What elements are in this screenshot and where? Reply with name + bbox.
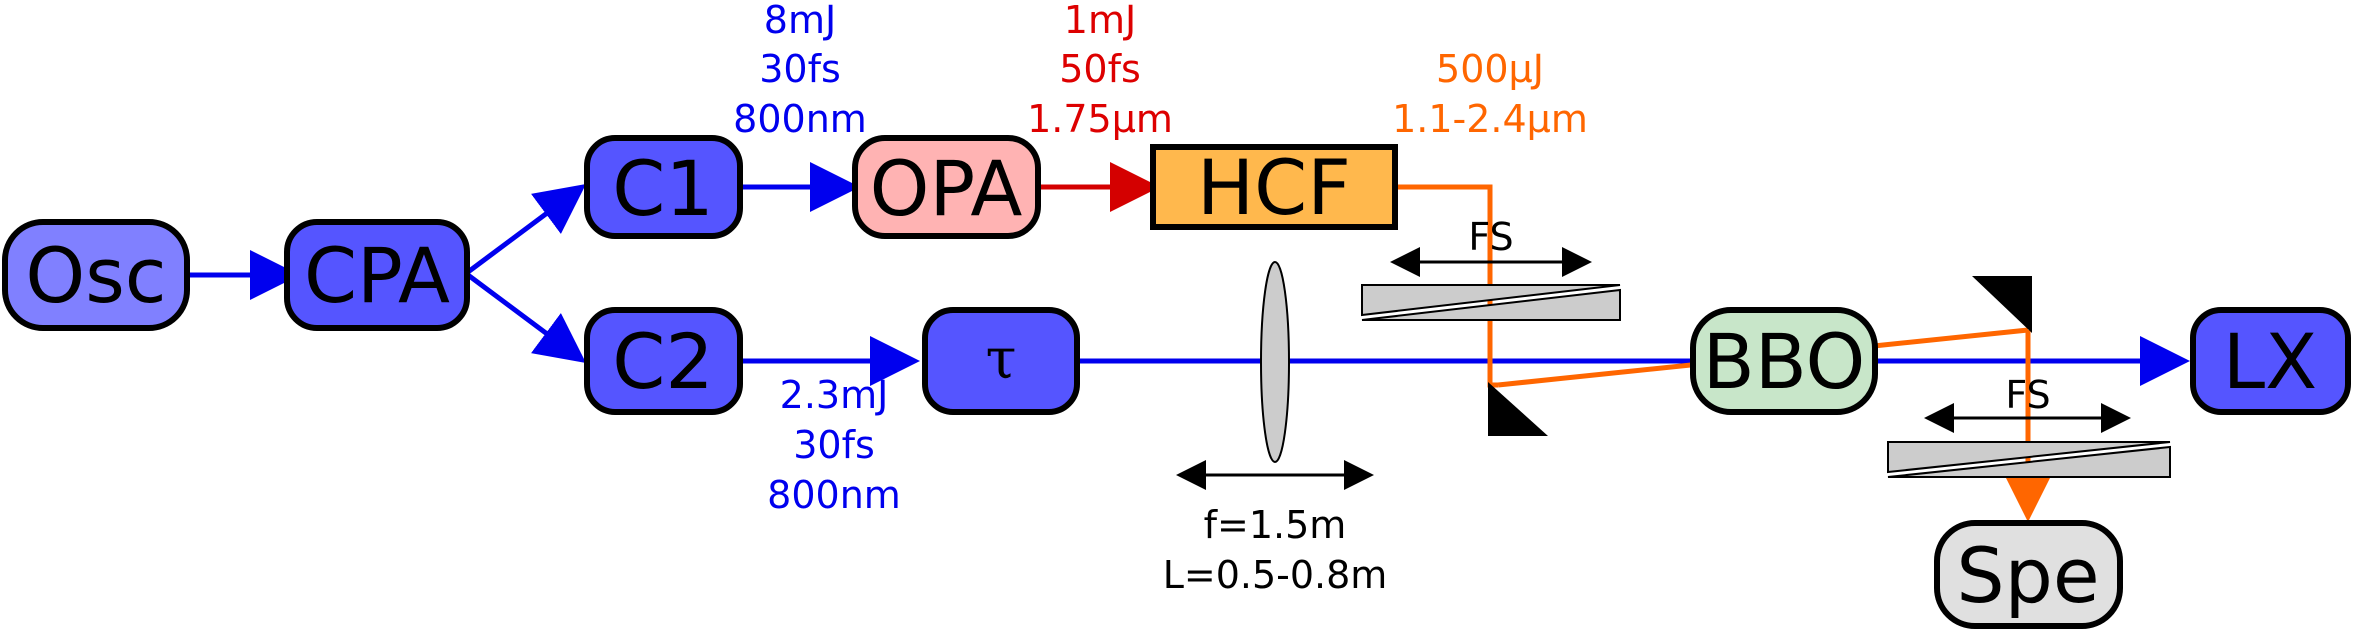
- fs-wedge-pair-top: [1361, 247, 1621, 321]
- fs-bottom-label: FS: [2005, 373, 2050, 417]
- fs-wedge-bottom-upper: [1887, 441, 2171, 474]
- node-spe: Spe: [1934, 520, 2123, 629]
- spec-c1-wavelength: 800nm: [733, 97, 867, 141]
- node-lx: LX: [2190, 307, 2351, 415]
- mirror-1: [1488, 382, 1548, 436]
- node-bbo-label: BBO: [1703, 317, 1866, 406]
- beam-cpa-to-c2: [466, 272, 587, 363]
- mirror-2: [1972, 276, 2032, 333]
- fs-wedge-top-lower: [1361, 288, 1621, 321]
- node-c2: C2: [584, 307, 743, 415]
- node-hcf-label: HCF: [1197, 143, 1351, 232]
- lens-focal-length: f=1.5m: [1204, 503, 1347, 547]
- spec-opa-energy: 1mJ: [1064, 0, 1136, 42]
- fs-wedge-top-upper: [1361, 284, 1621, 317]
- beam-cpa-to-c1: [466, 184, 587, 275]
- fs-wedge-pair-bottom: [1887, 403, 2171, 478]
- spec-opa-wavelength: 1.75μm: [1027, 97, 1173, 141]
- spec-hcf-wavelength: 1.1-2.4μm: [1392, 97, 1588, 141]
- node-opa: OPA: [852, 135, 1041, 239]
- spec-opa-duration: 50fs: [1059, 47, 1141, 91]
- spec-hcf-output: 500μJ 1.1-2.4μm: [1392, 47, 1588, 141]
- beam-paths: [190, 162, 2190, 522]
- spec-c1-duration: 30fs: [759, 47, 841, 91]
- node-c1: C1: [584, 135, 743, 239]
- spec-c2-duration: 30fs: [793, 423, 875, 467]
- node-spe-label: Spe: [1956, 531, 2099, 620]
- node-lx-label: LX: [2223, 317, 2317, 406]
- node-c2-label: C2: [612, 317, 713, 406]
- spec-c2-wavelength: 800nm: [767, 473, 901, 517]
- node-osc-label: Osc: [25, 231, 166, 320]
- node-tau-label: τ: [986, 327, 1017, 392]
- fs-top-label: FS: [1468, 215, 1513, 259]
- node-tau: τ: [922, 307, 1080, 415]
- spec-c1-energy: 8mJ: [764, 0, 836, 42]
- node-bbo: BBO: [1690, 307, 1878, 415]
- spec-opa-output: 1mJ 50fs 1.75μm: [1027, 0, 1173, 141]
- node-cpa-label: CPA: [304, 231, 450, 320]
- node-hcf: HCF: [1150, 143, 1398, 232]
- spec-c2-output: 2.3mJ 30fs 800nm: [767, 373, 901, 517]
- node-opa-label: OPA: [870, 144, 1023, 233]
- focusing-lens: [1260, 261, 1290, 463]
- fs-wedge-bottom-lower: [1887, 445, 2171, 478]
- spec-hcf-energy: 500μJ: [1436, 47, 1544, 91]
- node-cpa: CPA: [284, 219, 470, 331]
- spec-c2-energy: 2.3mJ: [780, 373, 889, 417]
- node-c1-label: C1: [612, 144, 713, 233]
- lens-length-range: L=0.5-0.8m: [1163, 553, 1388, 597]
- node-osc: Osc: [2, 219, 190, 331]
- spec-c1-output: 8mJ 30fs 800nm: [733, 0, 867, 141]
